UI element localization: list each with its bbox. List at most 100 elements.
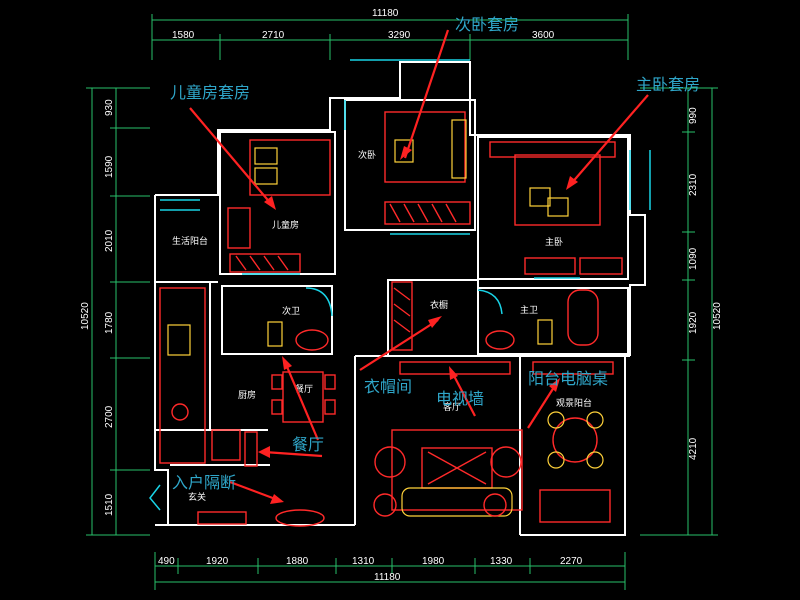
arrow-dining: [283, 361, 320, 441]
dining-chair-1: [271, 374, 283, 390]
room-master-bath: 主卫: [520, 304, 538, 316]
label-second-suite: 次卧套房: [455, 15, 519, 34]
annotation-labels: 次卧套房 儿童房套房 主卧套房 衣帽间 电视墙 阳台电脑桌 餐厅 入户隔断: [170, 15, 700, 492]
label-entry-partition: 入户隔断: [172, 473, 236, 492]
room-master: 主卧: [545, 236, 563, 248]
master-tv-cabinet: [524, 257, 576, 275]
side-table-right: [483, 493, 507, 517]
label-master-suite: 主卧套房: [636, 75, 700, 94]
kitchen-counter: [159, 287, 206, 464]
label-dining-hall: 餐厅: [292, 435, 324, 454]
annotation-arrows: [189, 29, 649, 504]
dim-left-total: 10520: [80, 302, 91, 330]
room-kids: 儿童房: [272, 219, 299, 231]
sofa: [401, 487, 513, 517]
second-nightstand: [451, 119, 467, 179]
master-pillow: [529, 187, 551, 207]
dim-left-3: 2010: [104, 229, 115, 252]
dim-left-5: 2700: [104, 405, 115, 428]
dim-right-3: 1090: [688, 247, 699, 270]
dimension-lines: [86, 14, 718, 590]
room-labels: 次卧 儿童房 主卧 生活阳台 次卫 衣橱 主卫 餐厅 厨房 客厅 观景阳台 玄关: [172, 149, 592, 503]
master-headboard: [489, 141, 616, 158]
balcony-chair-1: [547, 411, 565, 429]
entry-console: [275, 509, 325, 527]
entry-partition: [244, 431, 258, 467]
room-cloakroom: 衣橱: [430, 299, 448, 311]
label-balcony-desk: 阳台电脑桌: [528, 369, 608, 388]
room-second-bedroom: 次卧: [358, 149, 376, 161]
furniture: [159, 111, 623, 527]
cloak-shelves: [391, 281, 413, 351]
kitchen-sink: [167, 324, 191, 356]
side-table-left: [373, 493, 397, 517]
dim-bottom-6: 1330: [490, 556, 513, 567]
dining-table: [282, 371, 324, 423]
label-kids-suite: 儿童房套房: [170, 83, 250, 102]
arrow-master-suite: [569, 94, 649, 186]
label-cloak-room: 衣帽间: [364, 377, 412, 396]
second-pillow: [394, 139, 414, 163]
dim-right-1: 990: [688, 107, 699, 124]
windows-doors: [149, 59, 651, 511]
room-view-balcony: 观景阳台: [556, 397, 592, 409]
walls: [154, 61, 646, 536]
dim-top-4: 3600: [532, 30, 555, 41]
kids-pillow: [254, 147, 278, 165]
dim-top-1: 1580: [172, 30, 195, 41]
arrow-partition-2: [229, 480, 279, 502]
dim-top-3: 3290: [388, 30, 411, 41]
dimension-labels: 11180 1580 2710 3290 3600 490 1920 1880 …: [80, 8, 723, 583]
kitchen-stove: [171, 403, 189, 421]
arrow-kids-suite: [189, 107, 273, 206]
shoe-cabinet: [197, 511, 247, 525]
dim-top-total: 11180: [372, 8, 399, 19]
dim-bottom-4: 1310: [352, 556, 375, 567]
dim-right-total: 10520: [712, 302, 723, 330]
master-basin: [485, 330, 515, 350]
dim-right-4: 1920: [688, 311, 699, 334]
tv-console: [399, 361, 511, 375]
dining-chair-4: [324, 399, 336, 415]
master-pillow-2: [547, 197, 569, 217]
dim-left-6: 1510: [104, 493, 115, 516]
bath2-basin: [295, 329, 329, 351]
kids-bed: [249, 139, 331, 196]
room-kitchen: 厨房: [238, 389, 256, 401]
room-service-balcony: 生活阳台: [172, 235, 208, 247]
dim-left-2: 1590: [104, 155, 115, 178]
balcony-table: [552, 417, 598, 463]
dining-chair-2: [271, 399, 283, 415]
dim-bottom-1: 490: [158, 556, 175, 567]
bath2-toilet: [267, 321, 283, 347]
arrow-second-suite: [403, 29, 450, 159]
dim-bottom-7: 2270: [560, 556, 583, 567]
room-living: 客厅: [443, 401, 461, 413]
dim-bottom-total: 11180: [374, 572, 401, 583]
armchair-left: [374, 446, 406, 478]
kitchen-fridge: [211, 429, 241, 461]
arrow-desk: [527, 383, 557, 429]
arrow-cloak: [359, 319, 439, 371]
room-dining: 餐厅: [295, 383, 313, 395]
dim-bottom-3: 1880: [286, 556, 309, 567]
balcony-desk: [532, 361, 614, 375]
dim-top-2: 2710: [262, 30, 285, 41]
rug: [391, 429, 523, 511]
dim-right-5: 4210: [688, 437, 699, 460]
room-entry: 玄关: [188, 491, 206, 503]
armchair-right: [490, 446, 522, 478]
dim-left-1: 930: [104, 99, 115, 116]
dim-bottom-5: 1980: [422, 556, 445, 567]
master-toilet: [537, 319, 553, 345]
dining-chair-3: [324, 374, 336, 390]
arrow-tv: [451, 371, 476, 417]
dim-right-2: 2310: [688, 173, 699, 196]
label-tv-wall: 电视墙: [436, 389, 484, 408]
dim-bottom-2: 1920: [206, 556, 229, 567]
master-wardrobe: [579, 257, 623, 275]
balcony-planter: [539, 489, 611, 523]
balcony-chair-4: [586, 451, 604, 469]
balcony-chair-3: [547, 451, 565, 469]
